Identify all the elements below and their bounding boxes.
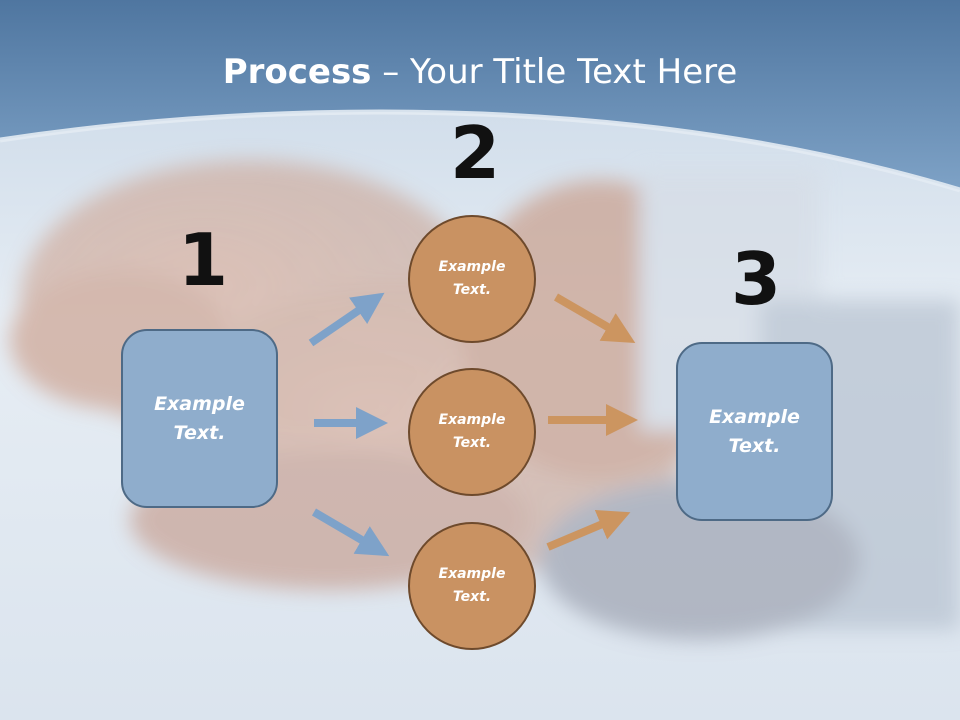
right-box-line1: Example [709,405,800,428]
circle-top-line1: Example [438,259,506,275]
arrow-bottom-to-right [546,509,631,551]
left-box-line1: Example [154,392,245,415]
right-process-box: Example Text. [676,342,833,521]
circle-step-bottom: Example Text. [408,522,536,650]
title-rest: – Your Title Text Here [371,52,738,92]
circle-bottom-line2: Text. [452,589,492,605]
step-number-3: 3 [731,237,782,321]
right-box-line2: Text. [728,434,781,457]
arrow-left-to-bottom [311,508,390,557]
slide-title: Process – Your Title Text Here [0,52,960,92]
left-process-box: Example Text. [121,329,278,508]
circle-middle-line1: Example [438,412,506,428]
circle-middle-line2: Text. [452,435,492,451]
arrow-top-to-right [553,293,636,344]
title-bold: Process [222,52,372,92]
circle-top-line2: Text. [452,282,492,298]
circle-bottom-line1: Example [438,566,506,582]
circle-step-middle: Example Text. [408,368,536,496]
step-number-2: 2 [450,111,501,195]
arrow-left-to-top [308,292,385,347]
step-number-1: 1 [178,218,229,302]
left-box-line2: Text. [173,421,226,444]
circle-step-top: Example Text. [408,215,536,343]
